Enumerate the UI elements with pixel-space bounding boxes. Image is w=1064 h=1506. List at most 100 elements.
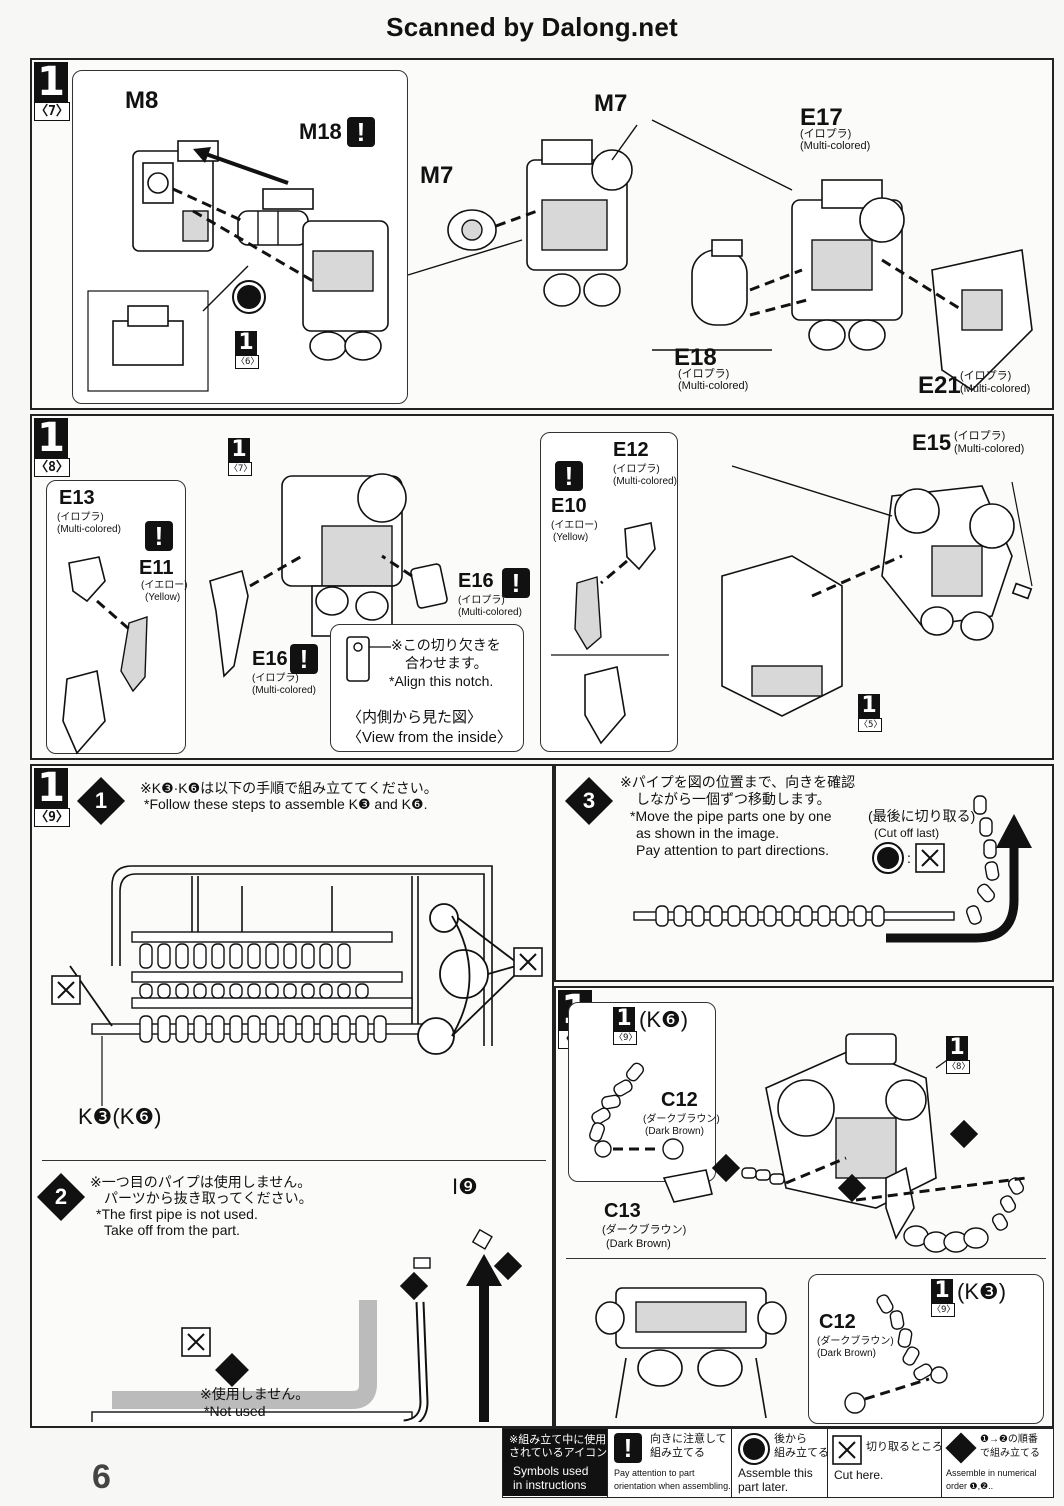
part-m18 (237, 188, 314, 246)
substep-1-note-en: *Follow these steps to assemble K❸ and K… (144, 796, 428, 812)
pipe-segments (139, 943, 387, 1043)
attention-icon: ! (347, 117, 375, 147)
part-m18-label: M18 (299, 119, 342, 144)
part-e18-color-en: (Multi-colored) (678, 380, 749, 392)
legend-later-en-1: Assemble this (738, 1466, 813, 1480)
part-m7 (447, 209, 497, 251)
part-m7-label: M7 (594, 90, 628, 117)
chest-m7-illustration (447, 124, 638, 307)
ref-step-9: 1 〈9〉 (931, 1279, 955, 1317)
later-icon (738, 1433, 770, 1465)
part-e13-color-jp: (イロプラ) (57, 512, 104, 523)
part-e16-small (410, 563, 448, 609)
ref-step-sub: 〈9〉 (931, 1303, 956, 1317)
cut-last-en: (Cut off last) (874, 826, 940, 840)
substep-3-note-en-3: Pay attention to part directions. (636, 842, 829, 858)
substep-3-note-en-1: *Move the pipe parts one by one (630, 808, 832, 824)
lower-body (302, 220, 389, 361)
part-e18-label: E18 (674, 344, 717, 371)
part-e16-label: E16 (458, 570, 494, 592)
notch-note-jp-2: 合わせます。 (405, 655, 488, 671)
step-8-panel: 1 〈8〉 E13 (イロプラ) (Multi-colored) ! E11 (… (30, 414, 1054, 760)
substep-1-number: 1 (94, 788, 108, 813)
shield-left (209, 569, 249, 678)
order-icon (945, 1432, 977, 1464)
part-c13 (662, 1169, 713, 1203)
shield-inside-view (62, 669, 106, 755)
moved-pipe-segments (965, 795, 1000, 925)
step-number: 1 (34, 768, 68, 808)
legend-later-en-2: part later. (738, 1480, 789, 1494)
ref-step-number: 1 (613, 1007, 635, 1031)
chest-shield-illustration (209, 473, 448, 678)
attention-icon: ! (614, 1433, 642, 1463)
part-c13-color-en: (Dark Brown) (606, 1238, 671, 1250)
substep-2-note-jp-1: ※一つ目のパイプは使用しません。 (90, 1174, 312, 1190)
k6-illustration (588, 1062, 684, 1160)
part-m7-label-2: M7 (420, 162, 454, 189)
ref-step-number: 1 (858, 694, 880, 718)
legend-attention-en-2: orientation when assembling. (614, 1481, 731, 1491)
ref-step-5: 1 〈5〉 (858, 694, 882, 732)
part-e11-color-jp: (イエロー) (141, 580, 188, 591)
legend-later-jp-2: 組み立てる (774, 1447, 829, 1459)
chest-middle (526, 139, 633, 307)
cut-here-icon (832, 1435, 862, 1465)
legend-order-jp-2: で組み立てる (980, 1448, 1040, 1459)
inside-view-en: 〈View from the inside〉 (347, 729, 512, 746)
substep-2-note-en-1: *The first pipe is not used. (96, 1206, 258, 1222)
part-c12-color-en: (Dark Brown) (645, 1126, 704, 1137)
part-c12 (844, 1392, 866, 1414)
substep-2-note-en-2: Take off from the part. (104, 1222, 240, 1238)
chest-right-illustration (691, 179, 1033, 392)
step-number: 1 (34, 62, 68, 102)
k6-ref-label: (K❻) (639, 1007, 689, 1032)
ref-step-number: 1 (235, 331, 257, 355)
part-e16-color-jp: (イロプラ) (458, 595, 505, 606)
e15-assembly-illustration (721, 465, 1033, 717)
part-e10-label: E10 (551, 495, 587, 517)
substep-3-number: 3 (582, 788, 596, 813)
part-e17-color-en: (Multi-colored) (800, 140, 871, 152)
part-e15-color-en: (Multi-colored) (954, 443, 1025, 455)
ref-step-6: 1 〈6〉 (235, 331, 259, 369)
step-substep: 〈8〉 (34, 458, 70, 477)
part-e21-label: E21 (918, 372, 961, 399)
part-c12-color-en-2: (Dark Brown) (817, 1348, 876, 1359)
ref-step-sub: 〈6〉 (235, 355, 260, 369)
legend-order-en-1: Assemble in numerical (946, 1468, 1037, 1478)
attention-icon: ! (555, 461, 583, 491)
ref-step-7: 1 〈7〉 (228, 438, 252, 476)
runner-diagram (51, 865, 543, 1106)
ref-step-number: 1 (946, 1036, 968, 1060)
legend-title-jp-1: ※組み立て中に使用 (509, 1434, 607, 1446)
attention-icon: ! (502, 568, 530, 598)
notch-illustration (346, 636, 391, 682)
part-e16-label-2: E16 (252, 648, 288, 670)
part-c13-color-jp: (ダークブラウン) (602, 1224, 687, 1236)
cut-last-jp: (最後に切り取る) (868, 808, 976, 824)
substep-3-note-jp-1: ※パイプを図の位置まで、向きを確認 (620, 774, 856, 790)
part-c13-label: C13 (604, 1200, 641, 1222)
part-e12-color-en: (Multi-colored) (613, 476, 677, 487)
legend-later-jp-1: 後から (774, 1433, 807, 1445)
part-e10-color-jp: (イエロー) (551, 520, 598, 531)
step-8-subpanel-right: ! E12 (イロプラ) (Multi-colored) E10 (イエロー) … (540, 432, 678, 752)
legend-title-en-1: Symbols used (513, 1464, 589, 1478)
pipe-k6 (588, 1062, 645, 1142)
legend-cut-jp: 切り取るところ (866, 1441, 943, 1453)
part-e16-color-en-2: (Multi-colored) (252, 685, 316, 696)
part-c12-label: C12 (661, 1089, 698, 1111)
gate-callouts (69, 903, 517, 1055)
part-e11 (120, 616, 148, 693)
ref-step-sub: 〈5〉 (858, 718, 883, 732)
svg-text::: : (907, 850, 911, 866)
step-7-subassembly: M8 M18 ! 1 〈6〉 (72, 70, 408, 404)
chest-pipe-assembly (662, 1033, 1027, 1253)
divider-line (566, 1258, 1046, 1259)
step-9-panel: 1 〈9〉 1 ※K❸·K❻は以下の手順で組み立ててください。 *Follow … (30, 764, 554, 1428)
ref-step-sub: 〈8〉 (946, 1060, 971, 1074)
pipe-attach (741, 1167, 1025, 1253)
legend-title: ※組み立て中に使用 されているアイコン Symbols used in inst… (503, 1429, 607, 1496)
chest-block-left (132, 140, 219, 252)
